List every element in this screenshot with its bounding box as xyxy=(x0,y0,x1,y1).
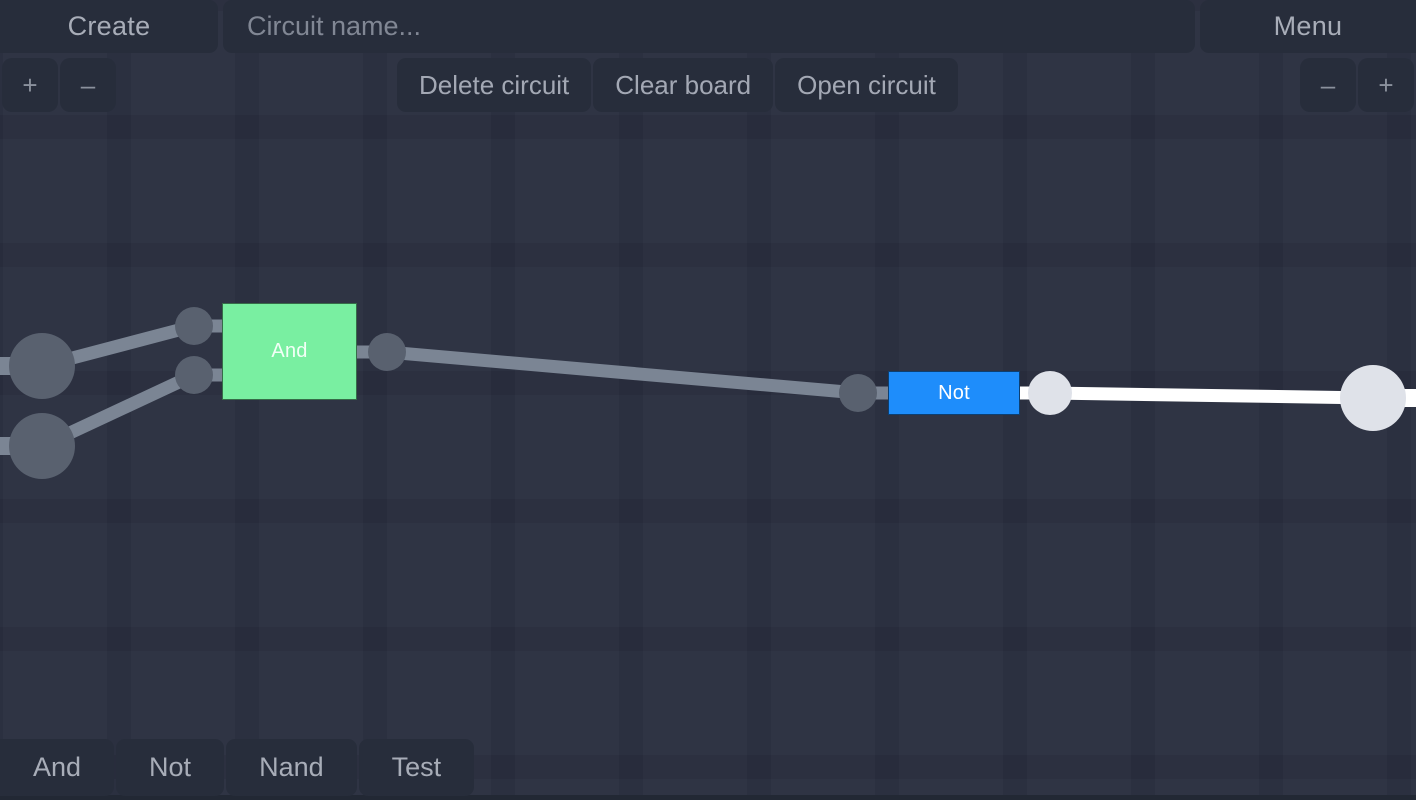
palette-button-and[interactable]: And xyxy=(0,739,115,796)
action-button-open-circuit[interactable]: Open circuit xyxy=(775,58,958,112)
zoom-in-button-left[interactable]: + xyxy=(2,58,58,112)
action-button-delete-circuit[interactable]: Delete circuit xyxy=(397,58,592,112)
circuit-node[interactable] xyxy=(839,374,877,412)
gate-label: And xyxy=(271,340,308,362)
zoom-out-button-left[interactable]: – xyxy=(60,58,116,112)
zoom-in-button-right[interactable]: + xyxy=(1358,58,1414,112)
gate-and[interactable]: And xyxy=(222,303,357,400)
circuit-node[interactable] xyxy=(9,333,75,399)
circuit-node[interactable] xyxy=(1028,371,1072,415)
circuit-node[interactable] xyxy=(9,413,75,479)
action-button-clear-board[interactable]: Clear board xyxy=(593,58,774,112)
circuit-node[interactable] xyxy=(175,307,213,345)
palette-button-nand[interactable]: Nand xyxy=(226,739,357,796)
window-bottom-edge xyxy=(0,795,1416,800)
wire[interactable] xyxy=(386,345,859,400)
zoom-out-button-right[interactable]: – xyxy=(1300,58,1356,112)
palette-button-not[interactable]: Not xyxy=(116,739,225,796)
gate-label: Not xyxy=(938,381,970,404)
circuit-node[interactable] xyxy=(175,356,213,394)
palette-button-test[interactable]: Test xyxy=(358,739,475,796)
top-toolbar-primary: Create Menu xyxy=(0,0,1416,53)
menu-button[interactable]: Menu xyxy=(1200,0,1416,53)
circuit-name-input[interactable] xyxy=(223,0,1195,53)
circuit-node[interactable] xyxy=(368,333,406,371)
circuit-node[interactable] xyxy=(1340,365,1406,431)
gate-not[interactable]: Not xyxy=(888,371,1020,415)
create-button[interactable]: Create xyxy=(0,0,218,53)
wire[interactable] xyxy=(1049,386,1374,405)
